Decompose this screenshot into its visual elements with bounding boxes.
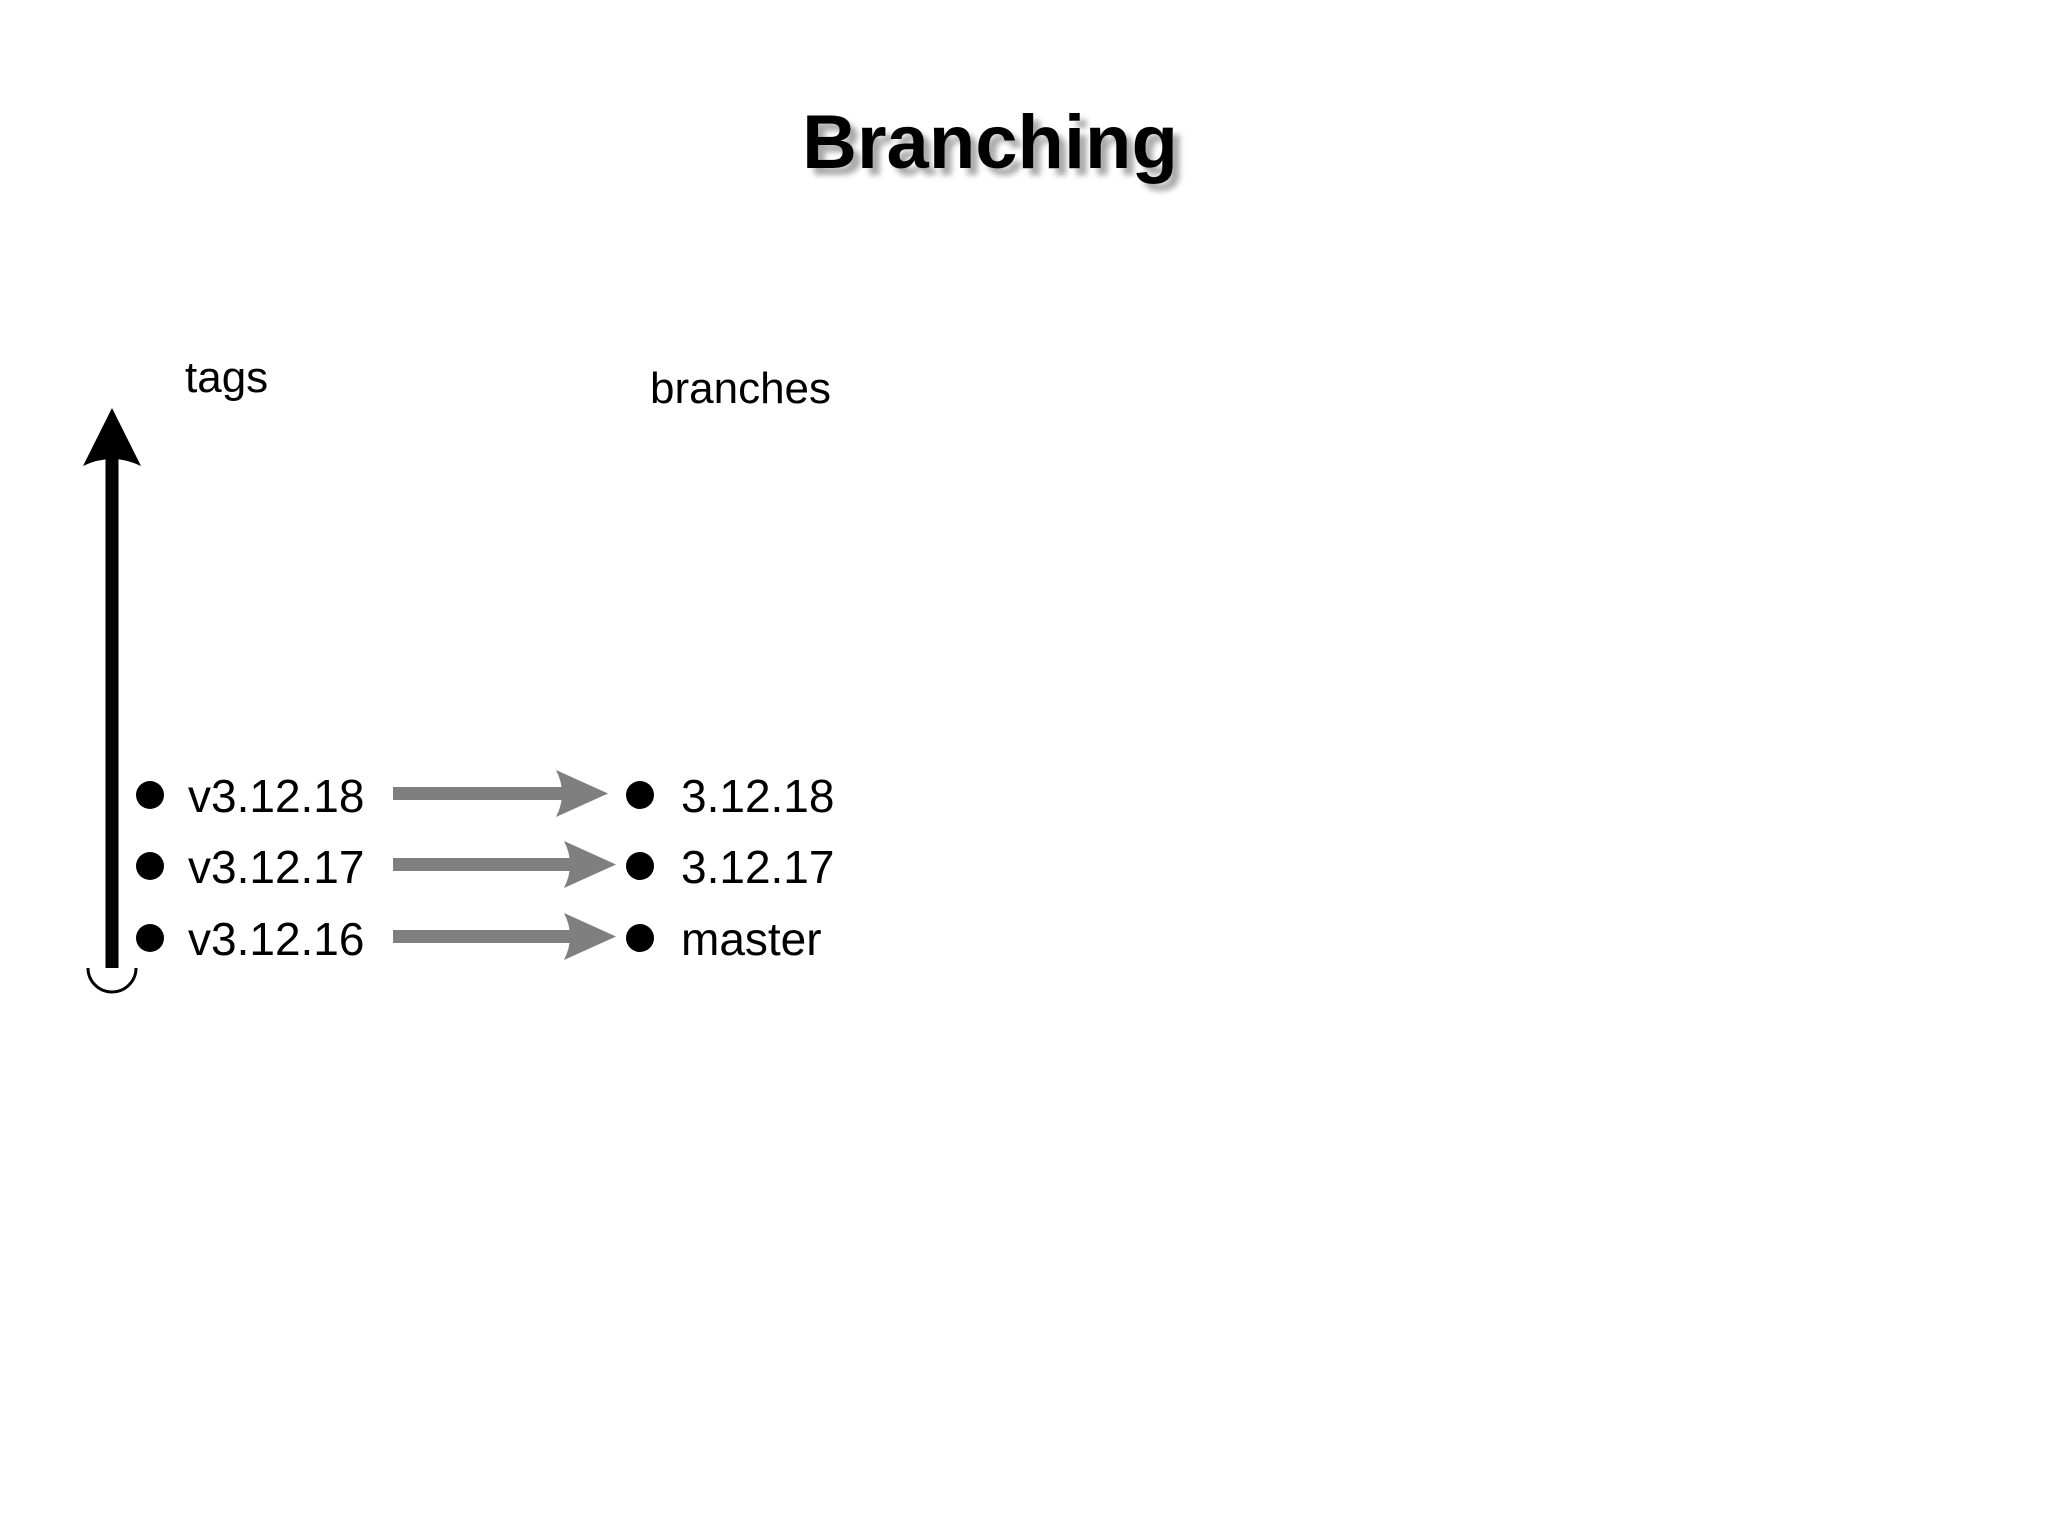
arrow-shaft	[393, 858, 576, 871]
branch-label[interactable]: master	[681, 913, 822, 965]
arrow-shaft	[393, 787, 568, 800]
filled-circle-icon-tag	[136, 924, 164, 952]
arrow-up-icon	[83, 408, 141, 466]
page-title: Branching	[802, 100, 1178, 185]
table-row[interactable]: v3.12.17 3.12.17	[136, 841, 834, 893]
column-label-tags: tags	[185, 353, 268, 402]
relation-arrow	[393, 913, 616, 960]
tag-label[interactable]: v3.12.18	[188, 770, 364, 822]
column-label-branches: branches	[650, 364, 831, 413]
relation-arrow	[393, 841, 616, 888]
relation-arrow	[393, 770, 608, 817]
filled-circle-icon-branch	[626, 924, 654, 952]
tags-timeline-axis	[83, 408, 141, 994]
filled-circle-icon-branch	[626, 852, 654, 880]
filled-circle-icon-branch	[626, 781, 654, 809]
arrow-right-icon	[556, 770, 608, 817]
arrow-shaft	[393, 930, 576, 943]
arrow-right-icon	[564, 841, 616, 888]
axis-bottom-cap	[86, 967, 138, 994]
tag-label[interactable]: v3.12.17	[188, 841, 364, 893]
arrow-right-icon	[564, 913, 616, 960]
table-row[interactable]: v3.12.18 3.12.18	[136, 770, 834, 822]
tag-label[interactable]: v3.12.16	[188, 913, 364, 965]
filled-circle-icon-tag	[136, 781, 164, 809]
filled-circle-icon-tag	[136, 852, 164, 880]
table-row[interactable]: v3.12.16 master	[136, 913, 822, 965]
branch-label[interactable]: 3.12.18	[681, 770, 834, 822]
branch-label[interactable]: 3.12.17	[681, 841, 834, 893]
